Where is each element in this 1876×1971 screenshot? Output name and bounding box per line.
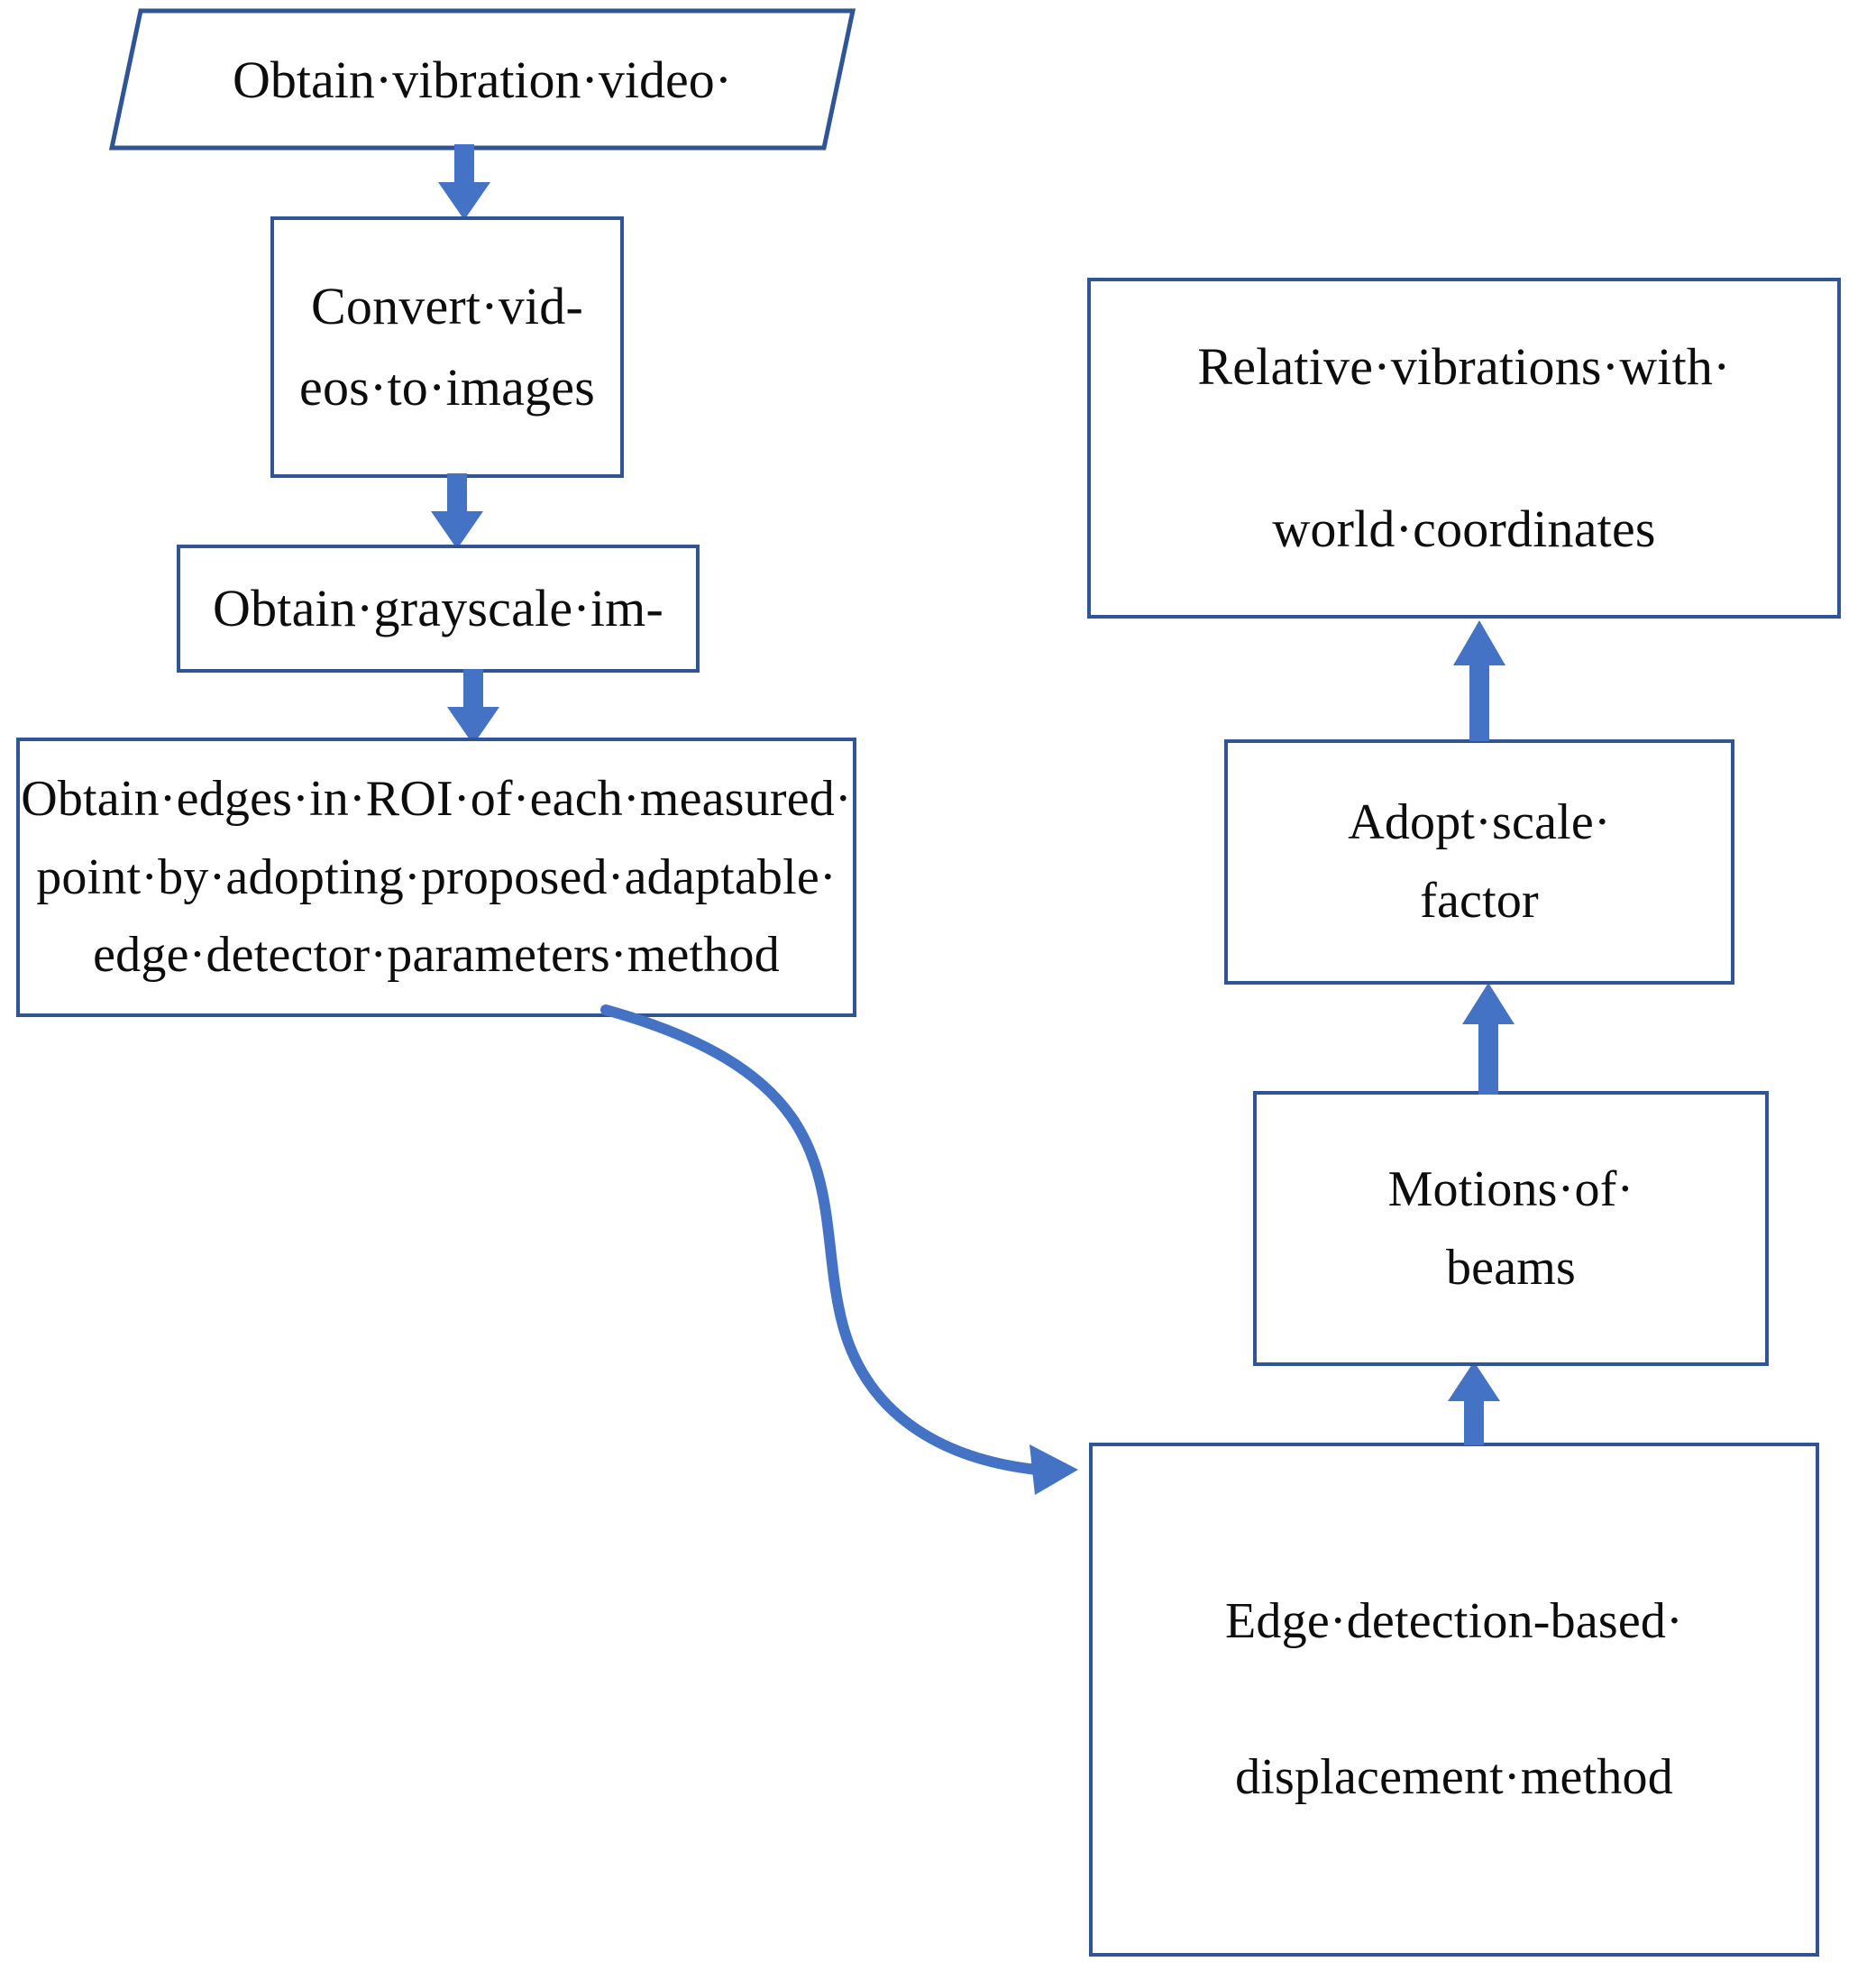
- node-obtain-edges-roi-label: Obtain·edges·in·ROI·of·each·measured· po…: [12, 760, 861, 995]
- edges-roi-line-2: point·by·adopting·proposed·adaptable·: [36, 848, 837, 905]
- parallelogram-shape: [108, 8, 856, 151]
- node-relative-vibrations-label: Relative·vibrations·with· world·coordina…: [1091, 326, 1837, 570]
- node-relative-vibrations[interactable]: Relative·vibrations·with· world·coordina…: [1087, 278, 1841, 619]
- node-motions-of-beams-label: Motions·of· beams: [1257, 1151, 1765, 1307]
- relative-line-1: Relative·vibrations·with·: [1197, 337, 1731, 397]
- node-obtain-vibration-video[interactable]: Obtain·vibration·video·: [108, 7, 856, 151]
- node-obtain-edges-roi[interactable]: Obtain·edges·in·ROI·of·each·measured· po…: [16, 738, 856, 1017]
- displacement-line-2: displacement·method: [1235, 1749, 1673, 1806]
- motions-line-1: Motions·of·: [1387, 1160, 1634, 1217]
- node-motions-of-beams[interactable]: Motions·of· beams: [1253, 1091, 1769, 1366]
- node-edge-detection-displacement-label: Edge·detection-based· displacement·metho…: [1093, 1582, 1816, 1817]
- convert-line-1: Convert·vid-: [310, 277, 583, 336]
- relative-line-2: world·coordinates: [1272, 499, 1656, 558]
- scale-line-2: factor: [1420, 873, 1539, 929]
- arrow-video-to-convert: [424, 144, 505, 226]
- node-convert-videos-to-images-label: Convert·vid- eos·to·images: [274, 266, 620, 428]
- arrow-scale-to-relative: [1439, 620, 1520, 747]
- edges-roi-line-3: edge·detector·parameters·method: [93, 927, 780, 984]
- arrow-displacement-to-motions: [1433, 1361, 1515, 1452]
- arrow-motions-to-scale: [1448, 983, 1529, 1101]
- displacement-line-1: Edge·detection-based·: [1225, 1592, 1683, 1649]
- node-convert-videos-to-images[interactable]: Convert·vid- eos·to·images: [270, 216, 624, 478]
- node-adopt-scale-factor-label: Adopt·scale· factor: [1228, 784, 1731, 940]
- node-obtain-grayscale-images-label: Obtain·grayscale·im-: [212, 579, 663, 638]
- edges-roi-line-1: Obtain·edges·in·ROI·of·each·measured·: [21, 770, 852, 827]
- node-adopt-scale-factor[interactable]: Adopt·scale· factor: [1224, 739, 1734, 985]
- motions-line-2: beams: [1445, 1239, 1577, 1296]
- node-obtain-grayscale-images[interactable]: Obtain·grayscale·im-: [177, 545, 700, 673]
- scale-line-1: Adopt·scale·: [1348, 794, 1611, 851]
- arrow-convert-to-grayscale: [416, 473, 498, 555]
- node-edge-detection-displacement[interactable]: Edge·detection-based· displacement·metho…: [1089, 1443, 1819, 1957]
- node-obtain-vibration-video-label: Obtain·vibration·video·: [232, 50, 733, 109]
- convert-line-2: eos·to·images: [299, 358, 595, 417]
- arrow-grayscale-to-edges: [433, 669, 514, 751]
